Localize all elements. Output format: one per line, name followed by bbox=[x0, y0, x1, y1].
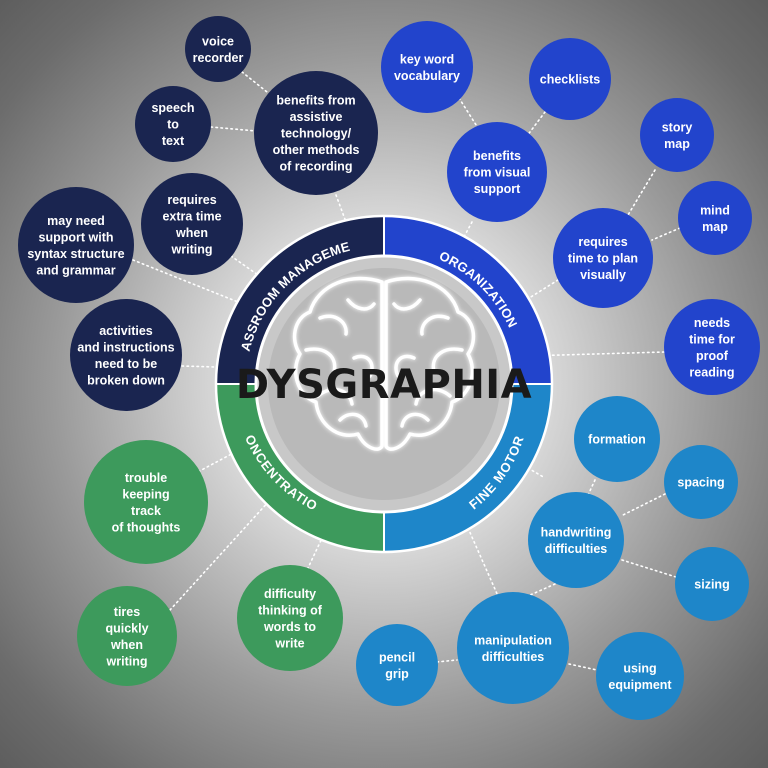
bubble-node: checklists bbox=[529, 38, 611, 120]
bubble-circle bbox=[457, 592, 569, 704]
page-title: DYSGRAPHIA bbox=[236, 362, 532, 408]
ring-segment-organization bbox=[384, 216, 552, 384]
bubble-circle bbox=[70, 299, 182, 411]
ring-segment-classroom-management bbox=[216, 216, 384, 384]
bubble-circle bbox=[141, 173, 243, 275]
connector-line bbox=[458, 97, 479, 129]
connector-line bbox=[622, 493, 666, 516]
bubble-circle bbox=[237, 565, 343, 671]
brain-icon bbox=[292, 276, 476, 451]
bubble-circle bbox=[84, 440, 208, 564]
bubble-circle bbox=[77, 586, 177, 686]
connector-line bbox=[587, 479, 596, 496]
bubble-circle bbox=[135, 86, 211, 162]
ring-segment-fine-motor bbox=[384, 384, 552, 552]
connector-line bbox=[527, 467, 546, 479]
bubble-circle bbox=[675, 547, 749, 621]
ring-segment-concentration bbox=[216, 384, 384, 552]
connector-line bbox=[335, 194, 347, 223]
bubble-circle bbox=[664, 299, 760, 395]
bubble-circle bbox=[381, 21, 473, 113]
connector-line bbox=[526, 111, 546, 137]
bubble-circle bbox=[640, 98, 714, 172]
connector-line bbox=[132, 259, 239, 303]
connector-line bbox=[436, 659, 458, 663]
bubble-circle bbox=[18, 187, 134, 303]
bubble-circle bbox=[254, 71, 378, 195]
connector-line bbox=[568, 663, 598, 671]
connector-line bbox=[651, 227, 681, 241]
center-circle-inner bbox=[268, 268, 500, 500]
connector-line bbox=[169, 499, 271, 611]
bubble-node: formation bbox=[574, 396, 660, 482]
bubble-circle bbox=[447, 122, 547, 222]
bubble-label: sizing bbox=[694, 578, 729, 592]
bubble-circle bbox=[574, 396, 660, 482]
bubble-circle bbox=[553, 208, 653, 308]
connector-line bbox=[621, 559, 677, 578]
connector-line bbox=[627, 169, 656, 216]
bubble-circle bbox=[528, 492, 624, 588]
bubble-label: spacing bbox=[677, 476, 724, 490]
bubble-circle bbox=[678, 181, 752, 255]
connector-line bbox=[527, 583, 556, 597]
bubble-circle bbox=[664, 445, 738, 519]
bubble-node: spacing bbox=[664, 445, 738, 519]
bubble-node: sizing bbox=[675, 547, 749, 621]
bubble-circle bbox=[356, 624, 438, 706]
bubble-label: checklists bbox=[540, 73, 601, 87]
bubble-circle bbox=[596, 632, 684, 720]
bubble-circle bbox=[185, 16, 251, 82]
bubble-label: formation bbox=[588, 433, 646, 447]
bubble-circle bbox=[529, 38, 611, 120]
connector-line bbox=[210, 126, 257, 132]
connector-line bbox=[467, 527, 499, 597]
connector-line bbox=[307, 535, 324, 569]
connector-line bbox=[241, 71, 273, 97]
